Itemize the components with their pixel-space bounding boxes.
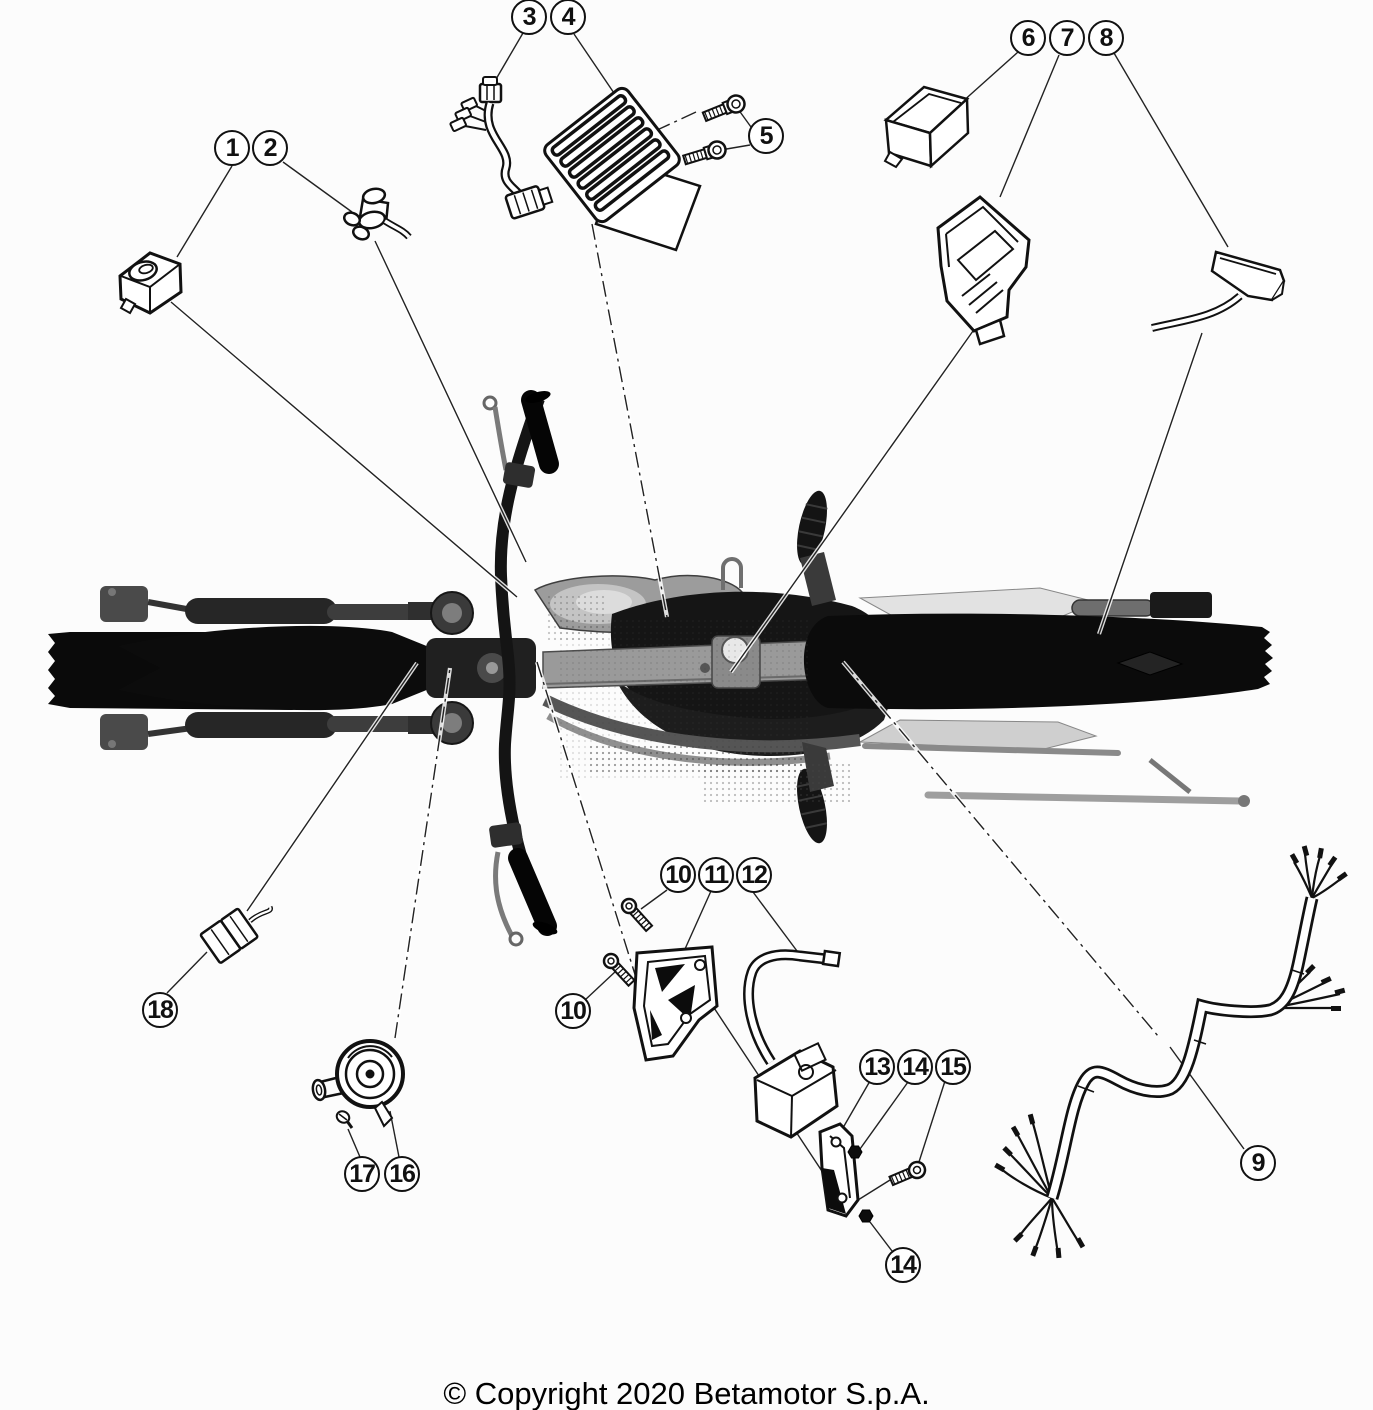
part-screw-5b <box>681 140 727 166</box>
part-screw-10a <box>620 897 654 933</box>
callout-5: 5 <box>748 118 784 154</box>
part-horn <box>311 1039 405 1128</box>
leader-line-18 <box>166 951 208 994</box>
callout-14b: 14 <box>885 1247 921 1283</box>
leader-line-4-bike <box>591 223 668 618</box>
leader-line-2-bike <box>374 240 527 563</box>
leader-line-2 <box>282 161 353 213</box>
part-flasher-relay <box>199 905 273 964</box>
brake-lever <box>492 406 509 471</box>
callout-1: 1 <box>214 130 250 166</box>
callout-7: 7 <box>1049 20 1085 56</box>
copyright-text: © Copyright 2020 Betamotor S.p.A. <box>443 1376 930 1410</box>
callout-10b: 10 <box>555 993 591 1029</box>
part-screw-10b <box>602 952 636 988</box>
part-coil-bracket <box>632 945 719 1062</box>
part-cdi-unit <box>936 195 1031 346</box>
leader-line-14b <box>869 1221 893 1252</box>
part-adapter-cable <box>449 76 554 220</box>
callout-17: 17 <box>344 1156 380 1192</box>
part-wiring-harness <box>994 845 1348 1259</box>
callout-10a: 10 <box>660 857 696 893</box>
leader-line-11 <box>684 890 712 950</box>
part-support-bracket <box>818 1122 860 1218</box>
leader-line-7-bike <box>730 330 974 673</box>
grip-top <box>521 390 559 474</box>
clutch-lever-tip <box>508 931 524 947</box>
callout-18: 18 <box>142 992 178 1028</box>
callout-9: 9 <box>1240 1145 1276 1181</box>
leader-line-9 <box>1169 1046 1245 1150</box>
callout-2: 2 <box>252 130 288 166</box>
leader-line-7 <box>999 54 1060 198</box>
clutch-lever <box>493 851 515 938</box>
callout-12: 12 <box>736 857 772 893</box>
silencer <box>1071 592 1212 618</box>
handlebar <box>482 390 559 947</box>
callout-11: 11 <box>698 857 734 893</box>
axis-screw-5a <box>654 111 697 132</box>
leader-line-16-bike <box>394 667 451 1039</box>
part-relay <box>883 85 970 169</box>
leader-line-4 <box>573 33 617 97</box>
motorcycle-top-view <box>48 390 1273 947</box>
callout-16: 16 <box>384 1156 420 1192</box>
leader-line-11-bike <box>536 661 644 1001</box>
leader-line-12 <box>752 891 801 956</box>
part-voltage-regulator <box>543 86 702 252</box>
callout-3: 3 <box>511 0 547 35</box>
leader-line-8 <box>1113 52 1229 248</box>
leader-line-13 <box>839 1080 871 1134</box>
halftone-shading <box>545 596 850 802</box>
part-handlebar-switch <box>342 187 412 241</box>
part-nut-14a <box>847 1145 863 1159</box>
callout-14a: 14 <box>897 1049 933 1085</box>
callout-6: 6 <box>1010 20 1046 56</box>
front-forks <box>100 586 456 750</box>
part-nut-14b <box>858 1209 874 1223</box>
grip-bottom <box>508 848 557 936</box>
part-ignition-coil <box>743 949 842 1139</box>
rear-fender <box>803 613 1273 710</box>
leader-line-1-bike <box>170 301 518 598</box>
part-screw-5a <box>701 94 746 123</box>
brake-lever-tip <box>482 395 498 411</box>
part-sensor-cable <box>1151 250 1286 332</box>
callout-15: 15 <box>935 1049 971 1085</box>
part-horn-screw <box>335 1110 354 1129</box>
part-screw-15 <box>888 1160 927 1187</box>
leader-line-8-bike <box>1098 332 1203 635</box>
leader-line-17 <box>347 1128 361 1158</box>
leader-line-10b <box>584 970 617 1001</box>
callout-4: 4 <box>550 0 586 35</box>
part-map-switch <box>118 251 183 315</box>
callout-13: 13 <box>859 1049 895 1085</box>
leader-line-6 <box>960 51 1019 104</box>
leader-line-10a <box>640 889 668 910</box>
leader-line-9-bike <box>842 661 1159 1037</box>
callout-8: 8 <box>1088 20 1124 56</box>
leader-line-14a <box>859 1081 909 1150</box>
axis-screw-15 <box>857 1179 891 1201</box>
leader-line-18-bike <box>246 662 418 912</box>
front-fender <box>118 625 470 711</box>
leader-line-15 <box>917 1080 946 1166</box>
leader-line-1 <box>176 165 233 258</box>
